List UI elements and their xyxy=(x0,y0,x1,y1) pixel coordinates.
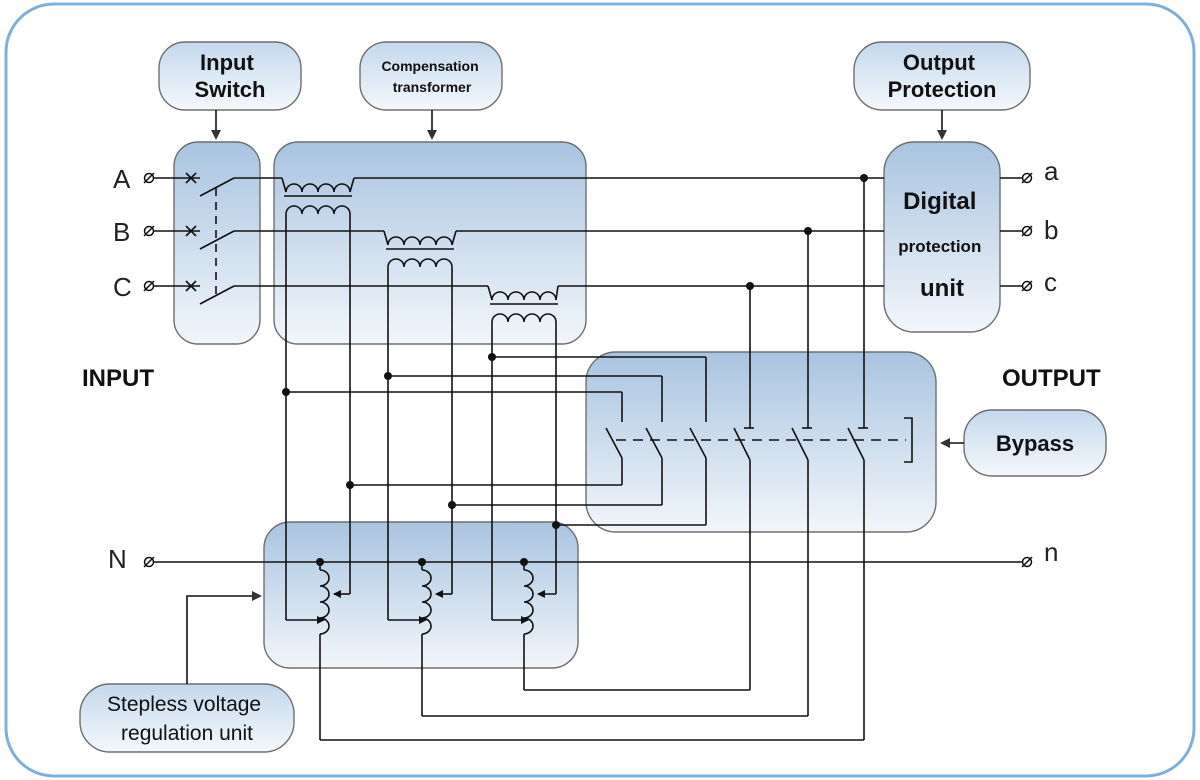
input-switch-label-box xyxy=(158,41,302,111)
terminal-label-n: n xyxy=(1044,537,1058,567)
terminal-label-B: B xyxy=(113,217,130,247)
output-protection-label: Output Protection xyxy=(888,50,997,102)
stepless-voltage-regulation-label: Stepless voltage regulation unit xyxy=(107,693,267,745)
voltage-regulation-block xyxy=(263,521,579,669)
terminal-label-C: C xyxy=(113,272,132,302)
terminal-label-N: N xyxy=(108,544,127,574)
transformer-C xyxy=(487,285,559,620)
compensation-transformer-label-box xyxy=(359,41,503,111)
regulator-coil-C xyxy=(492,562,750,691)
input-switch-contacts xyxy=(154,172,235,305)
input-switch-label: Input Switch xyxy=(195,50,266,102)
phase-lines xyxy=(154,177,1022,563)
output-side-label: OUTPUT xyxy=(1002,365,1101,392)
digital-protection-unit-label: Digital protection unit xyxy=(898,188,986,302)
terminal-label-b: b xyxy=(1044,215,1058,245)
transformer-A xyxy=(281,177,355,620)
digital-protection-unit-block xyxy=(883,141,1001,333)
terminal-symbols xyxy=(143,172,1033,568)
input-switch-block xyxy=(173,141,261,345)
bypass-switch-block xyxy=(585,351,937,533)
compensation-transformer-label: Compensation transformer xyxy=(381,58,482,95)
bypass-label: Bypass xyxy=(996,431,1074,456)
terminal-label-a: a xyxy=(1044,156,1059,186)
compensation-transformer-block xyxy=(273,141,587,345)
transformer-B xyxy=(383,230,457,620)
bypass-wiring xyxy=(286,178,913,740)
input-side-label: INPUT xyxy=(82,365,154,392)
junction-dots xyxy=(282,174,868,566)
regulator-coil-B xyxy=(388,562,808,717)
terminal-label-c: c xyxy=(1044,267,1057,297)
terminal-label-A: A xyxy=(113,164,131,194)
